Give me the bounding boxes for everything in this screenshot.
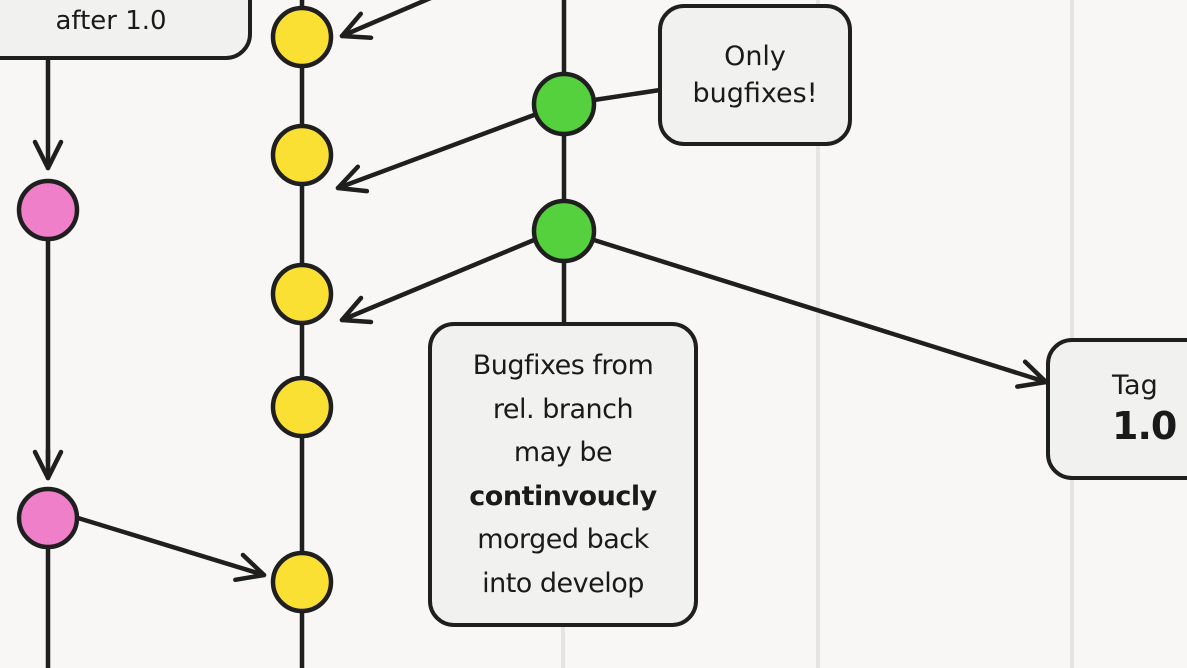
bugfixes-line-bold: continvoucly [469,480,657,512]
only-bugfixes-line: Only [724,41,786,72]
connector-line [593,87,661,103]
merge-arrow [335,112,537,194]
bugfixes-line: into develop [482,567,644,599]
feature-commit [16,486,80,550]
only-bugfixes-callout: Only bugfixes! [658,4,852,146]
feature-commit [16,178,80,242]
bugfixes-line: may be [513,437,613,468]
merge-arrow [339,237,537,325]
tag-arrow [591,237,1049,389]
tag-callout: Tag 1.0 [1046,338,1187,480]
bugfixes-line: morged back [477,524,649,555]
merge-arrows [32,0,1049,583]
tag-label: Tag [1112,370,1158,401]
develop-commit [270,375,334,439]
develop-commit [270,262,334,326]
merge-arrow [339,0,432,40]
bugfixes-line: rel. branch [492,393,634,425]
develop-commit [270,5,334,69]
after-release-text: after 1.0 [55,6,167,36]
bugfixes-line: Bugfixes from [472,350,654,381]
develop-commit [270,550,334,614]
release-commit [531,198,597,264]
bugfixes-merge-callout: Bugfixes from rel. branch may be continv… [428,322,698,627]
tag-version: 1.0 [1112,404,1177,448]
commits [16,5,597,614]
merge-arrow [75,515,267,583]
develop-commit [270,123,334,187]
release-commit [531,71,597,137]
only-bugfixes-line: bugfixes! [692,78,818,109]
after-release-callout: after 1.0 [0,0,252,60]
